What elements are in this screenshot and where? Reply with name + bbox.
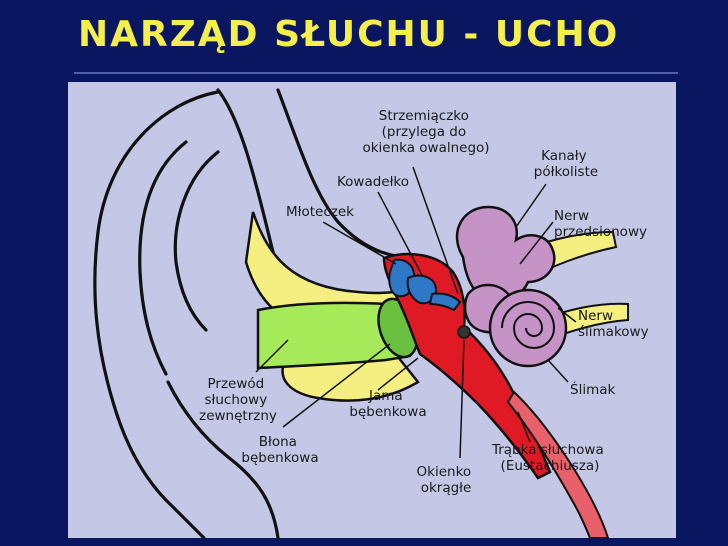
- leader-tympanic: [377, 357, 419, 391]
- label-semicircular-canals: Kanały półkoliste: [534, 148, 598, 180]
- leader-lines: [255, 166, 577, 459]
- label-cochlea: Ślimak: [570, 380, 615, 398]
- leader-round-window: [459, 339, 465, 459]
- label-tympanic-cavity: Jama bębenkowa: [349, 388, 426, 420]
- round-window: [457, 325, 471, 339]
- leader-incus: [377, 191, 424, 278]
- slide-title: NARZĄD SŁUCHU - UCHO: [78, 14, 620, 55]
- cochlea-spiral: [501, 301, 556, 349]
- ossicles: [388, 258, 462, 312]
- title-underline: [74, 72, 678, 74]
- pinna-outline: [93, 90, 220, 538]
- semicircular-canals: [455, 205, 556, 303]
- leader-cochlear-nerve: [557, 307, 577, 323]
- antihelix: [173, 150, 220, 332]
- inner-ear: [455, 205, 568, 368]
- label-vestibular-nerve: Nerw przedsionowy: [554, 208, 647, 240]
- label-incus: Kowadełko: [337, 174, 409, 190]
- label-round-window: Okienko okrągłe: [417, 464, 476, 496]
- concha-edge: [166, 380, 280, 538]
- leader-canal: [255, 339, 289, 373]
- pinna-inner-fold: [138, 140, 188, 376]
- ear-diagram: Strzemiączko (przylega do okienka owalne…: [68, 82, 676, 538]
- middle-ear-cavity: [382, 252, 552, 480]
- leader-cochlea: [547, 359, 569, 383]
- leader-vestibular: [519, 221, 554, 265]
- label-ear-canal: Przewód słuchowy zewnętrzny: [199, 376, 277, 424]
- leader-stapes: [412, 166, 459, 295]
- leader-eustachian: [517, 411, 531, 443]
- label-eardrum: Błona bębenkowa: [241, 434, 318, 466]
- label-stapes: Strzemiączko (przylega do okienka owalne…: [362, 108, 489, 156]
- leader-canals: [515, 183, 547, 228]
- leader-eardrum: [282, 343, 391, 428]
- stapes: [428, 292, 462, 312]
- label-eustachian-tube: Trąbka słuchowa (Eustachiusza): [491, 442, 608, 474]
- leader-malleus: [322, 221, 397, 265]
- label-cochlear-nerve: Nerw ślimakowy: [578, 308, 649, 340]
- label-malleus: Młoteczek: [286, 204, 354, 220]
- eustachian-tube: [506, 390, 610, 538]
- ear-diagram-svg: Strzemiączko (przylega do okienka owalne…: [93, 88, 649, 538]
